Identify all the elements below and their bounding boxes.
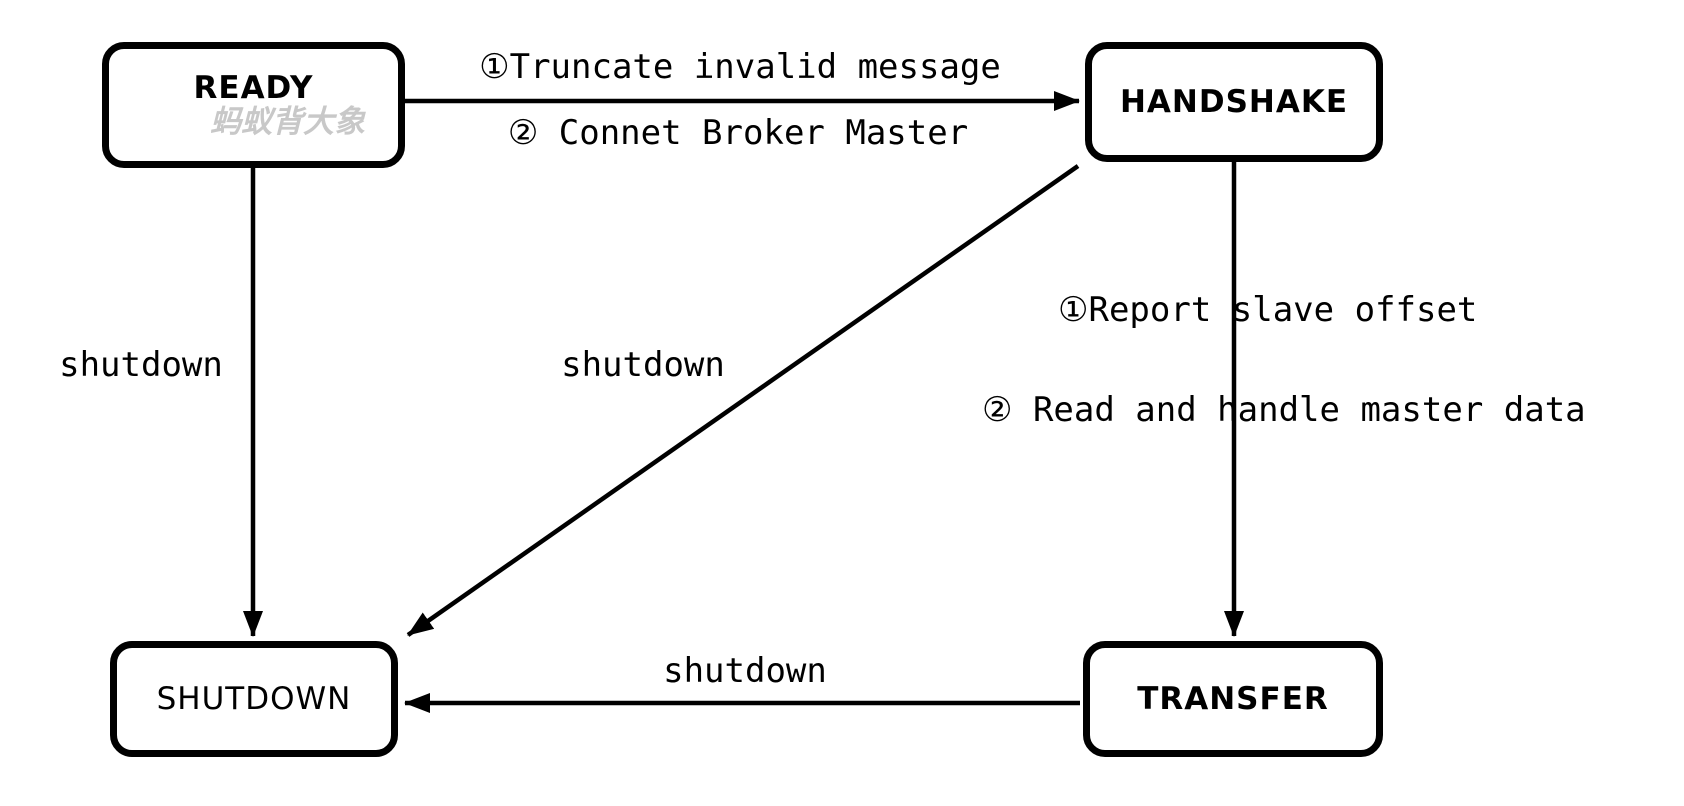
state-label-transfer: TRANSFER (1137, 680, 1329, 717)
edge-label-truncate-invalid-message: ①Truncate invalid message (479, 47, 1001, 87)
edge-label-report-slave-offset: ①Report slave offset (1058, 290, 1478, 330)
edge-label-shutdown-bottom: shutdown (663, 651, 827, 691)
watermark-text: 蚂蚁背大象 (210, 104, 365, 140)
edge-handshake-to-shutdown (406, 164, 1080, 637)
state-label-handshake: HANDSHAKE (1119, 83, 1349, 120)
state-label-shutdown: SHUTDOWN (156, 680, 352, 717)
edge-label-connet-broker-master: ② Connet Broker Master (507, 113, 969, 153)
state-box-shutdown: SHUTDOWN (110, 641, 398, 757)
edge-label-read-handle-master-data: ② Read and handle master data (982, 390, 1586, 430)
state-box-ready: READY 蚂蚁背大象 (102, 42, 405, 168)
state-box-transfer: TRANSFER (1083, 641, 1383, 757)
state-label-ready: READY (193, 69, 314, 106)
edge-label-shutdown-left: shutdown (59, 345, 223, 385)
state-box-handshake: HANDSHAKE (1085, 42, 1383, 162)
edge-label-shutdown-middle: shutdown (561, 345, 725, 385)
